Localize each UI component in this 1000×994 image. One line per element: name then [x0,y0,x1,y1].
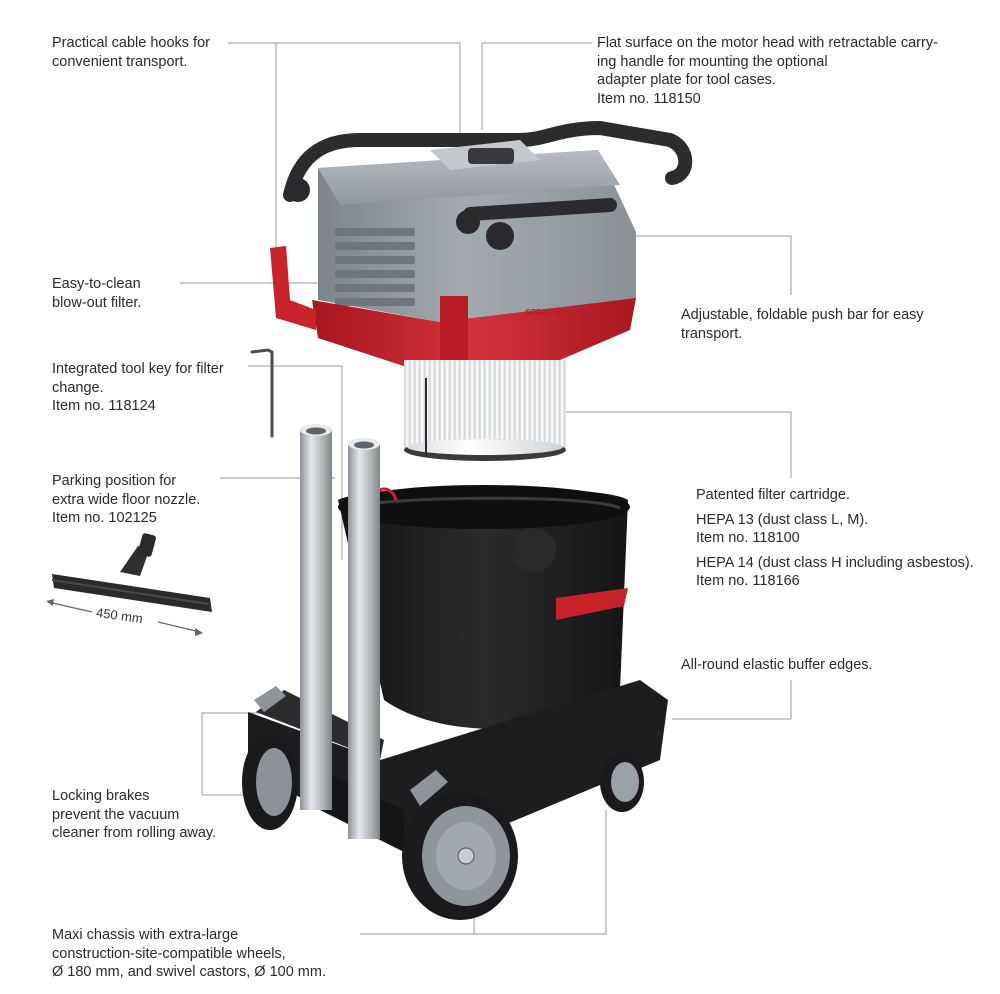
callout-buffer-edges: All-round elastic buffer edges. [681,656,873,675]
callout-push-bar: Adjustable, foldable push bar for easy t… [681,306,924,343]
callout-tool-key: Integrated tool key for filter change. I… [52,360,224,416]
callout-line: Item no. 118124 [52,398,156,414]
callout-cable-hooks: Practical cable hooks for convenient tra… [52,34,210,71]
floor-nozzle [46,533,212,636]
callout-line: Practical cable hooks for [52,35,210,51]
callout-filter-cartridge: Patented filter cartridge. HEPA 13 (dust… [696,486,974,591]
dust-container [338,485,630,729]
callout-line: cleaner from rolling away. [52,825,217,841]
callout-chassis: Maxi chassis with extra-large constructi… [52,926,326,982]
callout-line: Item no. 118100 [696,530,800,546]
callout-line: HEPA 14 (dust class H including asbestos… [696,554,974,571]
callout-line: Adjustable, foldable push bar for easy [681,307,924,323]
callout-line: Parking position for [52,473,177,489]
callout-brakes: Locking brakes prevent the vacuum cleane… [52,787,216,843]
callout-line: Easy-to-clean [52,276,141,292]
callout-line: prevent the vacuum [52,806,180,823]
callout-line: transport. [681,325,743,342]
callout-line: construction-site-compatible wheels, [52,945,286,962]
callout-line: Locking brakes [52,788,150,804]
suction-tubes [300,424,380,839]
callout-line: adapter plate for tool cases. [597,72,776,88]
motor-head: SPRINTUS [270,120,693,378]
callout-motor-head: Flat surface on the motor head with retr… [597,34,938,108]
callout-line: HEPA 13 (dust class L, M). [696,511,869,528]
locking-brakes [254,686,448,806]
callout-parking: Parking position for extra wide floor no… [52,472,200,528]
callout-line: Item no. 118150 [597,90,701,107]
callout-line: Flat surface on the motor head with retr… [597,35,938,51]
callout-line: Item no. 102125 [52,510,157,526]
callout-line: change. [52,379,104,396]
callout-line: extra wide floor nozzle. [52,491,201,508]
wheels [242,734,644,920]
callout-line: Ø 180 mm, and swivel castors, Ø 100 mm. [52,964,326,980]
callout-line: Integrated tool key for filter [52,361,224,377]
filter-cartridge [404,360,566,461]
callout-line: Item no. 118166 [696,573,800,589]
callout-line: blow-out filter. [52,294,142,311]
callout-line: convenient transport. [52,53,188,70]
callout-line: All-round elastic buffer edges. [681,657,873,673]
brand-mark: SPRINTUS [525,308,566,317]
callout-blowout-filter: Easy-to-clean blow-out filter. [52,275,141,312]
tool-key [250,348,274,438]
callout-line: Patented filter cartridge. [696,487,850,503]
callout-line: Maxi chassis with extra-large [52,927,239,943]
callout-line: ing handle for mounting the optional [597,53,828,70]
